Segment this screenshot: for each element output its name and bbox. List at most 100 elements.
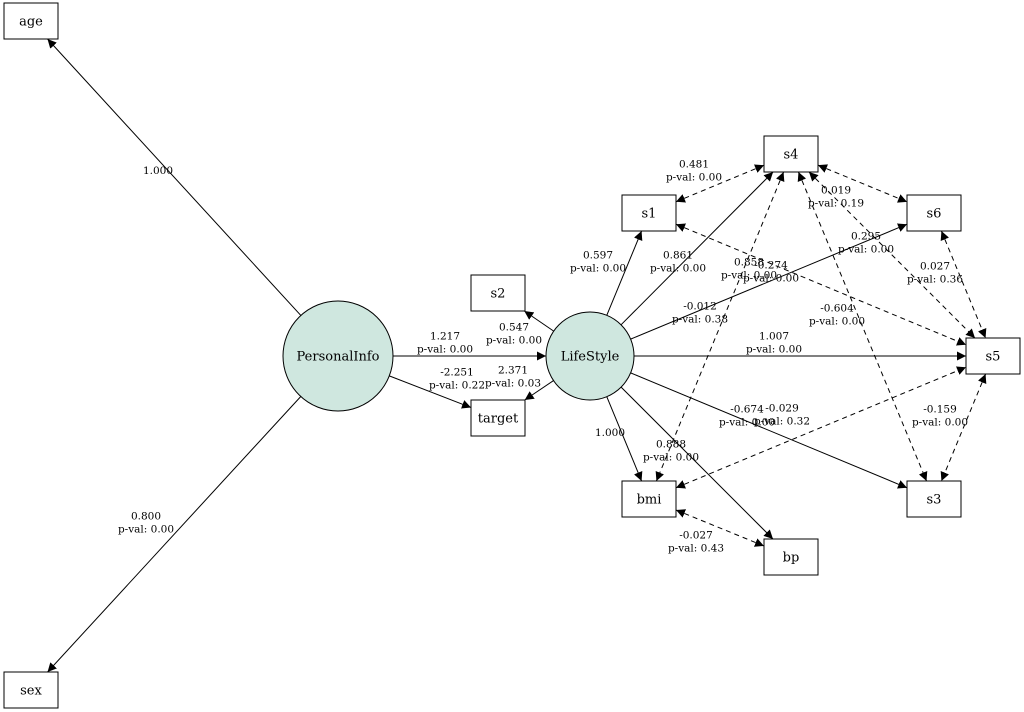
edge-coefficient-s4-s6: 0.019 [821, 185, 851, 197]
edge-pvalue-PersonalInfo-sex: p-val: 0.00 [118, 524, 174, 536]
edges-layer [47, 38, 987, 673]
path-edge-LifeStyle-s3 [630, 372, 908, 489]
edge-pvalue-LifeStyle-s1: p-val: 0.00 [570, 263, 626, 275]
edge-coefficient-s5-s3: -0.159 [923, 404, 957, 416]
edge-coefficient-LifeStyle-s1: 0.597 [583, 250, 613, 262]
node-shape-s2 [470, 274, 526, 312]
edge-pvalue-s1-s4: p-val: 0.00 [666, 172, 722, 184]
edge-pvalue-LifeStyle-s2: p-val: 0.00 [486, 335, 542, 347]
observed-node-age: age [3, 2, 59, 40]
edge-pvalue-s4-s3: p-val: 0.00 [809, 316, 865, 328]
node-shape-s4 [763, 135, 819, 173]
edge-pvalue-s5-s3: p-val: 0.00 [912, 417, 968, 429]
node-label-bmi: bmi [637, 493, 662, 508]
edge-coefficient-PersonalInfo-LifeStyle: 1.217 [430, 331, 460, 343]
edge-coefficient-s1-s5: -0.012 [683, 301, 717, 313]
edge-coefficient-PersonalInfo-age: 1.000 [143, 165, 173, 177]
edge-coefficient-bmi-s5: -0.029 [765, 403, 799, 415]
observed-node-s6: s6 [906, 194, 962, 232]
node-shape-age [3, 2, 59, 40]
edge-coefficient-LifeStyle-s6: -0.274 [754, 260, 788, 272]
edge-coefficient-bmi-bp: -0.027 [679, 530, 713, 542]
node-shape-s5 [965, 337, 1021, 375]
observed-node-s5: s5 [965, 337, 1021, 375]
node-shape-sex [3, 671, 59, 709]
edge-pvalue-s4-s6: p-val: 0.19 [808, 198, 864, 210]
node-shape-LifeStyle [545, 311, 635, 401]
node-shape-bp [763, 538, 819, 576]
path-edge-LifeStyle-bmi [606, 396, 643, 482]
observed-node-s4: s4 [763, 135, 819, 173]
observed-node-s1: s1 [621, 194, 677, 232]
observed-node-s3: s3 [906, 480, 962, 518]
observed-node-s2: s2 [470, 274, 526, 312]
node-label-PersonalInfo: PersonalInfo [297, 350, 380, 365]
edge-coefficient-s4-s3: -0.604 [820, 303, 854, 315]
path-edge-PersonalInfo-age [47, 38, 302, 316]
edge-pvalue-s6-s5: p-val: 0.36 [907, 274, 963, 286]
node-shape-PersonalInfo [282, 300, 394, 412]
edge-coefficient-PersonalInfo-sex: 0.800 [131, 511, 161, 523]
edge-pvalue-LifeStyle-target: p-val: 0.03 [485, 378, 541, 390]
path-edge-PersonalInfo-sex [47, 396, 302, 673]
edge-coefficient-LifeStyle-s4: 0.861 [663, 250, 693, 262]
edge-pvalue-LifeStyle-s4: p-val: 0.00 [650, 263, 706, 275]
edge-coefficient-s6-s5: 0.027 [920, 261, 950, 273]
node-label-s6: s6 [927, 207, 942, 222]
edge-coefficient-LifeStyle-bmi: 1.000 [595, 427, 625, 439]
node-shape-s6 [906, 194, 962, 232]
edge-coefficient-s4-s5: 0.295 [851, 231, 881, 243]
edge-pvalue-LifeStyle-s6: p-val: 0.00 [743, 273, 799, 285]
latent-node-LifeStyle: LifeStyle [545, 311, 635, 401]
edge-pvalue-PersonalInfo-target: p-val: 0.22 [429, 380, 485, 392]
covariance-edge-s4-bmi [655, 171, 785, 482]
edge-coefficient-LifeStyle-s5: 1.007 [759, 331, 789, 343]
covariance-edge-bmi-bp [675, 509, 765, 547]
edge-coefficient-s4-bmi: 0.858 [734, 257, 764, 269]
node-label-bp: bp [783, 551, 800, 566]
node-label-LifeStyle: LifeStyle [561, 350, 620, 365]
edge-pvalue-s1-s5: p-val: 0.38 [672, 314, 728, 326]
edge-pvalue-LifeStyle-s5: p-val: 0.00 [746, 344, 802, 356]
node-shape-s3 [906, 480, 962, 518]
edge-pvalue-LifeStyle-s3: p-val: 0.00 [719, 417, 775, 429]
edge-coefficient-LifeStyle-bp: 0.888 [656, 439, 686, 451]
edge-pvalue-bmi-bp: p-val: 0.43 [668, 543, 724, 555]
observed-node-target: target [470, 399, 526, 437]
node-label-target: target [478, 412, 519, 427]
path-edge-LifeStyle-target [524, 380, 554, 401]
edge-coefficient-LifeStyle-s3: -0.674 [730, 404, 764, 416]
edge-pvalue-PersonalInfo-LifeStyle: p-val: 0.00 [417, 344, 473, 356]
node-label-s5: s5 [986, 350, 1001, 365]
node-label-s1: s1 [642, 207, 657, 222]
observed-node-sex: sex [3, 671, 59, 709]
node-shape-bmi [621, 480, 677, 518]
covariance-edge-bmi-s5 [675, 366, 967, 489]
edge-pvalue-s4-s5: p-val: 0.00 [838, 244, 894, 256]
node-label-age: age [19, 15, 43, 30]
node-label-s4: s4 [784, 148, 799, 163]
covariance-edge-s4-s3 [797, 171, 928, 482]
observed-node-bmi: bmi [621, 480, 677, 518]
path-edge-LifeStyle-s1 [606, 230, 643, 316]
edge-pvalue-bmi-s5: p-val: 0.32 [754, 416, 810, 428]
edge-coefficient-LifeStyle-target: 2.371 [498, 365, 528, 377]
edge-coefficient-PersonalInfo-target: -2.251 [440, 367, 474, 379]
edge-pvalue-LifeStyle-bp: p-val: 0.00 [643, 452, 699, 464]
edge-coefficient-LifeStyle-s2: 0.547 [499, 322, 529, 334]
nodes-layer: age sex PersonalInfo LifeStyle s2 target s1 s4 s… [3, 2, 1021, 709]
observed-node-bp: bp [763, 538, 819, 576]
covariance-edge-s5-s3 [940, 373, 987, 482]
path-edge-PersonalInfo-target [389, 375, 472, 409]
node-label-s2: s2 [491, 287, 506, 302]
node-shape-target [470, 399, 526, 437]
latent-node-PersonalInfo: PersonalInfo [282, 300, 394, 412]
node-label-sex: sex [20, 684, 42, 699]
path-edge-LifeStyle-s2 [524, 310, 554, 332]
edge-coefficient-s1-s4: 0.481 [679, 159, 709, 171]
edge-pvalue-s4-bmi: p-val: 0.00 [721, 270, 777, 282]
node-shape-s1 [621, 194, 677, 232]
node-label-s3: s3 [927, 493, 942, 508]
